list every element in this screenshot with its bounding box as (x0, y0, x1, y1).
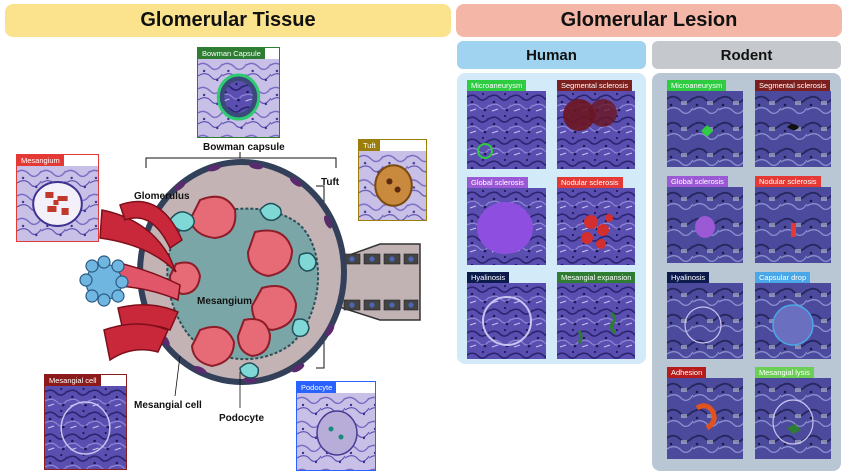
tile-label: Bowman Capsule (198, 48, 265, 59)
tile-label: Nodular sclerosis (557, 177, 623, 188)
tile-label: Mesangium (17, 155, 64, 166)
human-tile-mesangial-expansion: Mesangial expansion (557, 272, 635, 359)
histology-image (755, 187, 831, 263)
human-tile-microaneurysm: Microaneurysm (467, 80, 546, 169)
histology-image (755, 283, 831, 359)
glomerular-tissue-title: Glomerular Tissue (140, 9, 316, 31)
histology-image (557, 283, 635, 359)
mesangial-cell-label: Mesangial cell (134, 400, 202, 411)
rodent-tile-hyalinosis: Hyalinosis (667, 272, 743, 359)
human-header: Human (457, 41, 646, 69)
histology-image (467, 188, 546, 265)
rodent-tile-global-sclerosis: Global sclerosis (667, 176, 743, 263)
tuft-label: Tuft (321, 177, 340, 188)
tile-bowman-capsule: Bowman Capsule (197, 47, 280, 138)
tile-label: Global sclerosis (667, 176, 728, 187)
human-tile-global-sclerosis: Global sclerosis (467, 177, 546, 265)
histology-image (557, 91, 635, 169)
histology-image (667, 283, 743, 359)
tile-label: Microaneurysm (667, 80, 727, 91)
tile-label: Segmental sclerosis (557, 80, 633, 91)
mesangium-label: Mesangium (197, 296, 253, 307)
human-tile-hyalinosis: Hyalinosis (467, 272, 546, 359)
glomerular-lesion-title: Glomerular Lesion (560, 9, 738, 31)
human-tile-nodular-sclerosis: Nodular sclerosis (557, 177, 635, 265)
tile-label: Adhesion (667, 367, 707, 378)
tile-label: Hyalinosis (667, 272, 710, 283)
glomerulus-label: Glomerulus (134, 191, 190, 202)
rodent-tile-capsular-drop: Capsular drop (755, 272, 831, 359)
rodent-tile-microaneurysm: Microaneurysm (667, 80, 743, 167)
rodent-tile-mesangial-lysis: Mesangial lysis (755, 367, 831, 459)
histology-image (198, 59, 279, 137)
histology-image (17, 166, 98, 241)
tile-mesangium: Mesangium (16, 154, 99, 242)
tile-label: Mesangial expansion (557, 272, 635, 283)
afferent-arteriole (99, 209, 177, 273)
glomerulus-diagram (79, 152, 421, 408)
histology-image (45, 386, 126, 469)
histology-image (297, 393, 375, 470)
tile-label: Hyalinosis (467, 272, 510, 283)
rodent-tile-segmental-sclerosis: Segmental sclerosis (755, 80, 831, 167)
glomerular-tissue-banner: Glomerular Tissue (5, 4, 451, 37)
tile-label: Tuft (359, 140, 380, 151)
tile-label: Nodular sclerosis (755, 176, 821, 187)
histology-image (467, 283, 546, 359)
human-tile-segmental-sclerosis: Segmental sclerosis (557, 80, 635, 169)
efferent-arteriole (114, 261, 181, 302)
histology-image (467, 91, 546, 169)
podocyte-label: Podocyte (219, 413, 265, 424)
human-title: Human (526, 46, 577, 64)
histology-image (359, 151, 426, 220)
tile-podocyte: Podocyte (296, 381, 376, 471)
histology-image (667, 187, 743, 263)
glomerular-lesion-banner: Glomerular Lesion (456, 4, 842, 37)
histology-image (667, 378, 743, 459)
tile-label: Segmental sclerosis (755, 80, 831, 91)
tile-label: Podocyte (297, 382, 337, 393)
tile-mesangial-cell: Mesangial cell (44, 374, 127, 470)
tile-label: Microaneurysm (467, 80, 527, 91)
rodent-tile-adhesion: Adhesion (667, 367, 743, 459)
histology-image (755, 91, 831, 167)
histology-image (755, 378, 831, 459)
histology-image (667, 91, 743, 167)
rodent-title: Rodent (720, 46, 773, 64)
bowman-capsule-label: Bowman capsule (203, 142, 285, 153)
tile-label: Mesangial lysis (755, 367, 814, 378)
rodent-header: Rodent (652, 41, 841, 69)
tile-label: Mesangial cell (45, 375, 101, 386)
tile-tuft: Tuft (358, 139, 427, 221)
rodent-tile-nodular-sclerosis: Nodular sclerosis (755, 176, 831, 263)
tile-label: Global sclerosis (467, 177, 528, 188)
tile-label: Capsular drop (755, 272, 811, 283)
histology-image (557, 188, 635, 265)
macula-densa (79, 255, 129, 307)
